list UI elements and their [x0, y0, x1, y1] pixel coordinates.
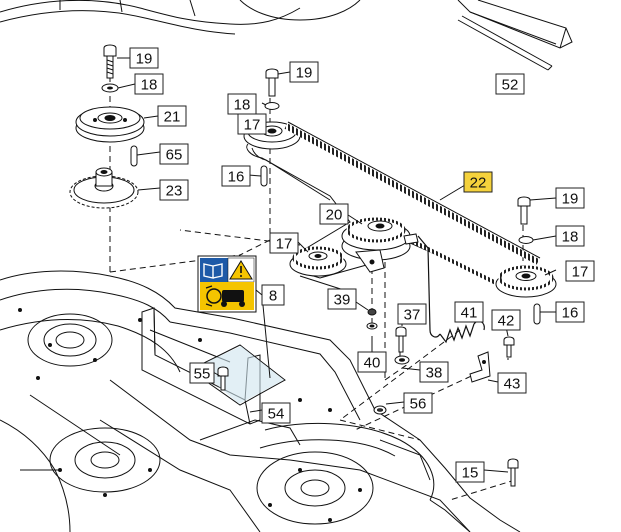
part-number-text: 19	[136, 51, 153, 68]
manual-book-icon	[203, 263, 223, 279]
part-bolt-42	[503, 336, 515, 358]
part-pulley-21	[75, 106, 145, 143]
part-nut-56	[373, 405, 387, 415]
part-label-8: 8	[261, 284, 285, 306]
part-number-text: 41	[461, 305, 478, 322]
part-number-text: 18	[562, 229, 579, 246]
part-label-54: 54	[261, 402, 291, 424]
part-bolt-19-top	[265, 68, 279, 97]
part-washer-40	[366, 322, 378, 330]
part-label-18: 18	[227, 93, 257, 115]
part-label-19: 19	[555, 187, 585, 209]
part-number-text: 21	[164, 109, 181, 126]
part-washer-18-right	[518, 236, 534, 244]
part-number-text: 38	[426, 365, 443, 382]
part-idler-pulley-17-middle	[289, 246, 347, 277]
part-spring-bracket-43	[469, 351, 491, 383]
top-cover-fragment	[0, 0, 361, 35]
part-number-text: 65	[166, 147, 183, 164]
part-number-text: 20	[326, 207, 343, 224]
part-number-text: 52	[502, 77, 519, 94]
part-safety-decal-8	[197, 255, 257, 313]
warning-triangle-icon	[229, 260, 253, 280]
part-label-43: 43	[497, 372, 527, 394]
part-tension-spring-41	[417, 235, 485, 344]
part-number-text: 40	[364, 355, 381, 372]
part-label-40: 40	[357, 351, 387, 373]
part-label-18: 18	[134, 73, 164, 95]
part-number-labels: 19 18 21 65 23 19 18 17 16 22 52 19 18 20 17 17 16 8 39 37 4…	[129, 47, 595, 483]
part-bolt-19-right	[517, 196, 531, 225]
part-label-42: 42	[491, 309, 521, 331]
part-label-18: 18	[555, 225, 585, 247]
part-label-65: 65	[159, 143, 189, 165]
mower-deck	[0, 270, 521, 532]
part-label-52: 52	[495, 73, 525, 95]
part-key-16-right	[533, 303, 541, 325]
part-number-text: 17	[244, 117, 261, 134]
part-number-text: 23	[166, 183, 183, 200]
part-label-39: 39	[327, 288, 357, 310]
part-label-17: 17	[565, 260, 595, 282]
part-number-text: 39	[334, 292, 351, 309]
part-number-text: 8	[269, 288, 277, 305]
part-washer-38	[394, 355, 410, 365]
part-number-text: 37	[404, 307, 421, 324]
part-bolt-55	[217, 366, 229, 391]
part-label-37: 37	[397, 303, 427, 325]
part-label-16: 16	[221, 165, 251, 187]
part-number-text: 55	[194, 366, 211, 383]
part-number-text: 18	[141, 77, 158, 94]
part-number-text: 17	[572, 264, 589, 281]
part-label-17: 17	[237, 113, 267, 135]
part-label-17: 17	[269, 232, 299, 254]
part-label-15: 15	[455, 461, 485, 483]
part-label-21: 21	[157, 105, 187, 127]
part-washer-18-top	[264, 102, 280, 110]
part-label-23: 23	[159, 179, 189, 201]
part-label-55: 55	[189, 362, 215, 384]
part-number-text: 18	[234, 97, 251, 114]
part-sprocket-23	[69, 167, 139, 209]
part-number-text: 43	[504, 376, 521, 393]
part-label-56: 56	[403, 392, 433, 414]
bracket-plate-shade	[196, 346, 284, 404]
part-number-text: 56	[410, 396, 427, 413]
part-label-20: 20	[319, 203, 349, 225]
part-key-16-left	[260, 165, 268, 187]
part-number-text: 22	[470, 175, 487, 192]
part-number-text: 16	[562, 305, 579, 322]
part-bolt-37	[395, 326, 407, 353]
part-number-text: 19	[562, 191, 579, 208]
part-bolt-19-left	[103, 44, 117, 79]
deck-bolt-holes	[18, 308, 362, 522]
part-nut-39	[367, 308, 377, 316]
part-key-65	[130, 145, 138, 167]
belt-guide-bracket	[457, 0, 573, 71]
part-number-text: 17	[276, 236, 293, 253]
part-idler-bracket-20	[355, 233, 419, 273]
part-label-38: 38	[419, 361, 449, 383]
part-number-text: 19	[296, 65, 313, 82]
part-bolt-15	[507, 458, 519, 487]
part-label-19: 19	[289, 61, 319, 83]
part-number-text: 54	[268, 406, 285, 423]
part-number-text: 15	[462, 465, 479, 482]
part-pulley-17-right	[495, 265, 557, 298]
part-label-22: 22	[463, 171, 493, 193]
part-label-19: 19	[129, 47, 159, 69]
mower-safety-icon	[205, 285, 245, 307]
part-number-text: 42	[498, 313, 515, 330]
part-label-41: 41	[454, 301, 484, 323]
part-label-16: 16	[555, 301, 585, 323]
part-number-text: 16	[228, 169, 245, 186]
